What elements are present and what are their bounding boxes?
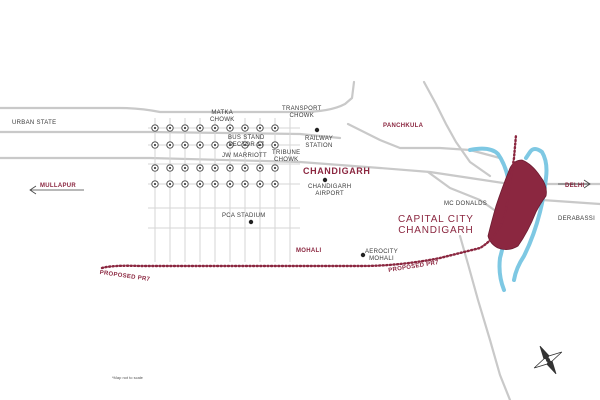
label-mc-donalds: MC DONALDS <box>444 201 488 207</box>
roundabout-center-icon <box>198 182 202 186</box>
roundabout-center-icon <box>273 143 277 147</box>
roundabout-center-icon <box>258 182 262 186</box>
roundabout-center-icon <box>258 126 262 130</box>
road-upper <box>0 130 342 140</box>
roundabout-center-icon <box>183 182 187 186</box>
arrow-left-icon <box>29 185 84 195</box>
label-capital-city: CAPITAL CITY CHANDIGARH <box>398 214 474 236</box>
label-tribune-chowk: TRIBUNE CHOWK <box>272 150 301 163</box>
aerocity-dot-icon <box>360 252 366 258</box>
roundabout-center-icon <box>258 143 262 147</box>
road-transport <box>422 80 492 178</box>
roundabout-center-icon <box>228 143 232 147</box>
roundabout-center-icon <box>198 166 202 170</box>
roundabout-center-icon <box>183 166 187 170</box>
roundabout-center-icon <box>213 126 217 130</box>
railway-station-dot-icon <box>314 127 320 133</box>
roundabout-center-icon <box>198 143 202 147</box>
road-south <box>458 234 512 400</box>
label-pca-stadium: PCA STADIUM <box>222 213 266 219</box>
road-derabassi <box>540 198 600 206</box>
roundabout-center-icon <box>243 182 247 186</box>
label-railway-station: RAILWAY STATION <box>305 136 333 149</box>
roundabout-center-icon <box>243 166 247 170</box>
arrow-right-icon <box>558 179 591 189</box>
compass-icon <box>533 345 563 375</box>
label-chandigarh-airport: CHANDIGARH AIRPORT <box>308 184 352 197</box>
roundabout-center-icon <box>153 182 157 186</box>
roundabout-center-icon <box>168 143 172 147</box>
roundabout-center-icon <box>228 166 232 170</box>
airport-dot-icon <box>322 177 328 183</box>
city-grid <box>148 118 300 262</box>
roundabout-center-icon <box>198 126 202 130</box>
roundabout-center-icon <box>153 143 157 147</box>
roundabout-center-icon <box>168 166 172 170</box>
label-chandigarh: CHANDIGARH <box>303 166 371 176</box>
proposed-pr7-route <box>100 133 518 270</box>
grid-vertical <box>154 118 291 262</box>
label-mullapur: MULLAPUR <box>40 183 77 189</box>
road-panchkula <box>346 122 502 160</box>
roundabout-center-icon <box>153 126 157 130</box>
road-chandigarh-main <box>0 156 600 186</box>
label-derabassi: DERABASSI <box>558 216 596 222</box>
roundabout-center-icon <box>243 126 247 130</box>
label-bus-stand: BUS STAND SECTOR 17 <box>228 135 265 148</box>
roundabout-center-icon <box>168 126 172 130</box>
roundabout-center-icon <box>213 182 217 186</box>
roundabout-center-icon <box>228 126 232 130</box>
road-mc-donalds <box>426 170 502 216</box>
label-mohali: MOHALI <box>296 248 322 254</box>
roundabout-center-icon <box>273 166 277 170</box>
roundabout-center-icon <box>213 166 217 170</box>
label-delhi: DELHI <box>565 183 585 189</box>
roundabout-icons <box>151 124 279 188</box>
major-roads <box>0 80 600 400</box>
roundabout-center-icon <box>273 126 277 130</box>
label-aerocity: AEROCITY MOHALI <box>365 249 399 262</box>
road-urban-state <box>0 80 356 114</box>
label-transport-chowk: TRANSPORT CHOWK <box>282 106 322 119</box>
roundabout-center-icon <box>273 182 277 186</box>
label-jw-marriott: JW MARRIOTT <box>222 153 267 159</box>
map-note: *Map not to scale <box>112 375 143 380</box>
label-urban-state: URBAN STATE <box>12 120 57 126</box>
roundabout-center-icon <box>183 126 187 130</box>
label-panchkula: PANCHKULA <box>383 123 424 129</box>
roundabout-center-icon <box>168 182 172 186</box>
roundabout-center-icon <box>153 166 157 170</box>
capital-city-area <box>487 159 547 250</box>
grid-horizontal <box>148 127 300 229</box>
roundabout-center-icon <box>243 143 247 147</box>
roundabout-center-icon <box>228 182 232 186</box>
label-matka-chowk: MATKA CHOWK <box>210 110 235 123</box>
roundabout-center-icon <box>258 166 262 170</box>
roundabout-center-icon <box>213 143 217 147</box>
roundabout-center-icon <box>183 143 187 147</box>
pca-stadium-dot-icon <box>248 219 254 225</box>
